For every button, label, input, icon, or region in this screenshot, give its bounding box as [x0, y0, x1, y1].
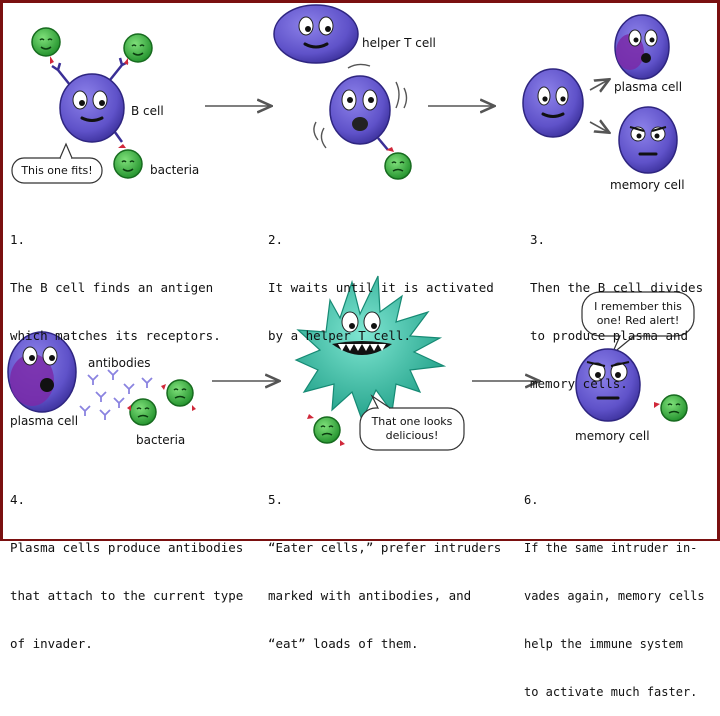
step-caption-6: 6. If the same intruder in- vades again,… [524, 460, 705, 716]
bacteria-icon [384, 147, 412, 180]
memory-cell-icon [618, 106, 678, 174]
bubble-text-delicious: That one looks delicious! [360, 415, 464, 443]
step-line: help the immune system [524, 637, 683, 651]
arrow-to-plasma-cell [589, 80, 608, 90]
step-line: which matches its receptors. [10, 328, 221, 343]
label-helper-t-cell: helper T cell [362, 36, 436, 50]
plasma-cell-icon [7, 331, 77, 413]
bubble-line: delicious! [385, 429, 439, 442]
panel-6-memory-cell [575, 291, 695, 422]
vibration-lines [313, 63, 408, 149]
step-line: that attach to the current type [10, 588, 244, 603]
step-number: 2. [268, 232, 284, 247]
bacteria-icon [307, 414, 345, 446]
label-plasma-cell: plasma cell [614, 80, 683, 94]
step-line: of invader. [10, 636, 93, 651]
bubble-line: That one looks [371, 415, 453, 428]
label-bacteria: bacteria [136, 433, 186, 447]
step-line: If the same intruder in- [524, 541, 698, 555]
bacteria-icon [123, 33, 153, 65]
step-number: 3. [530, 232, 546, 247]
bacteria-icon [654, 394, 688, 422]
bacteria-icon [127, 398, 157, 426]
label-plasma-cell: plasma cell [10, 414, 79, 428]
b-cell-icon [59, 73, 125, 143]
step-line: “eat” loads of them. [268, 636, 419, 651]
bacteria-icon [31, 27, 61, 64]
step-line: Then the B cell divides [530, 280, 704, 295]
antibody-icons [79, 369, 153, 420]
speech-bubble-delicious [359, 394, 465, 451]
step-number: 1. [10, 232, 26, 247]
step-line: to activate much faster. [524, 685, 698, 699]
step-caption-3: 3. Then the B cell divides to produce pl… [530, 200, 703, 408]
immune-response-diagram [7, 4, 695, 451]
label-memory-cell: memory cell [610, 178, 685, 192]
plasma-cell-icon [614, 14, 670, 80]
panel-4-plasma-antibodies [7, 331, 196, 426]
bubble-text-red-alert: I remember this one! Red alert! [582, 300, 694, 328]
eater-cell-icon [294, 275, 447, 422]
step-line: by a helper T cell. [268, 328, 411, 343]
bubble-line: I remember this [594, 300, 682, 313]
bubble-text-this-one-fits: This one fits! [21, 164, 93, 177]
step-line: “Eater cells,” prefer intruders [268, 540, 502, 555]
step-number: 6. [524, 493, 539, 507]
panel-2-helper-t-activation [273, 4, 412, 180]
label-bacteria: bacteria [150, 163, 200, 177]
arrow-to-memory-cell [589, 122, 608, 132]
step-caption-2: 2. It waits until it is activated by a h… [268, 200, 494, 360]
step-line: memory cells. [530, 376, 628, 391]
memory-cell-icon [575, 348, 641, 422]
helper-t-cell-icon [273, 4, 359, 64]
step-line: marked with antibodies, and [268, 588, 472, 603]
panel-5-eater-cell [294, 275, 465, 451]
speech-bubble-this-one-fits [11, 142, 103, 184]
label-b-cell: B cell [131, 104, 164, 118]
label-antibodies: antibodies [88, 356, 151, 370]
panel-3-b-cell-divides [522, 14, 678, 174]
step-number: 5. [268, 492, 284, 507]
bacteria-icon [161, 379, 196, 411]
bacteria-icon [113, 144, 143, 179]
step-line: It waits until it is activated [268, 280, 494, 295]
step-line: The B cell finds an antigen [10, 280, 214, 295]
b-cell-icon [329, 75, 391, 145]
step-caption-5: 5. “Eater cells,” prefer intruders marke… [268, 460, 501, 668]
step-number: 4. [10, 492, 26, 507]
step-line: to produce plasma and [530, 328, 689, 343]
step-line: vades again, memory cells [524, 589, 705, 603]
bubble-line: one! Red alert! [596, 314, 680, 327]
label-memory-cell: memory cell [575, 429, 650, 443]
step-caption-1: 1. The B cell finds an antigen which mat… [10, 200, 221, 360]
b-cell-icon [522, 68, 584, 138]
panel-1-b-cell-finds-antigen [11, 27, 153, 184]
step-line: Plasma cells produce antibodies [10, 540, 244, 555]
step-caption-4: 4. Plasma cells produce antibodies that … [10, 460, 243, 668]
